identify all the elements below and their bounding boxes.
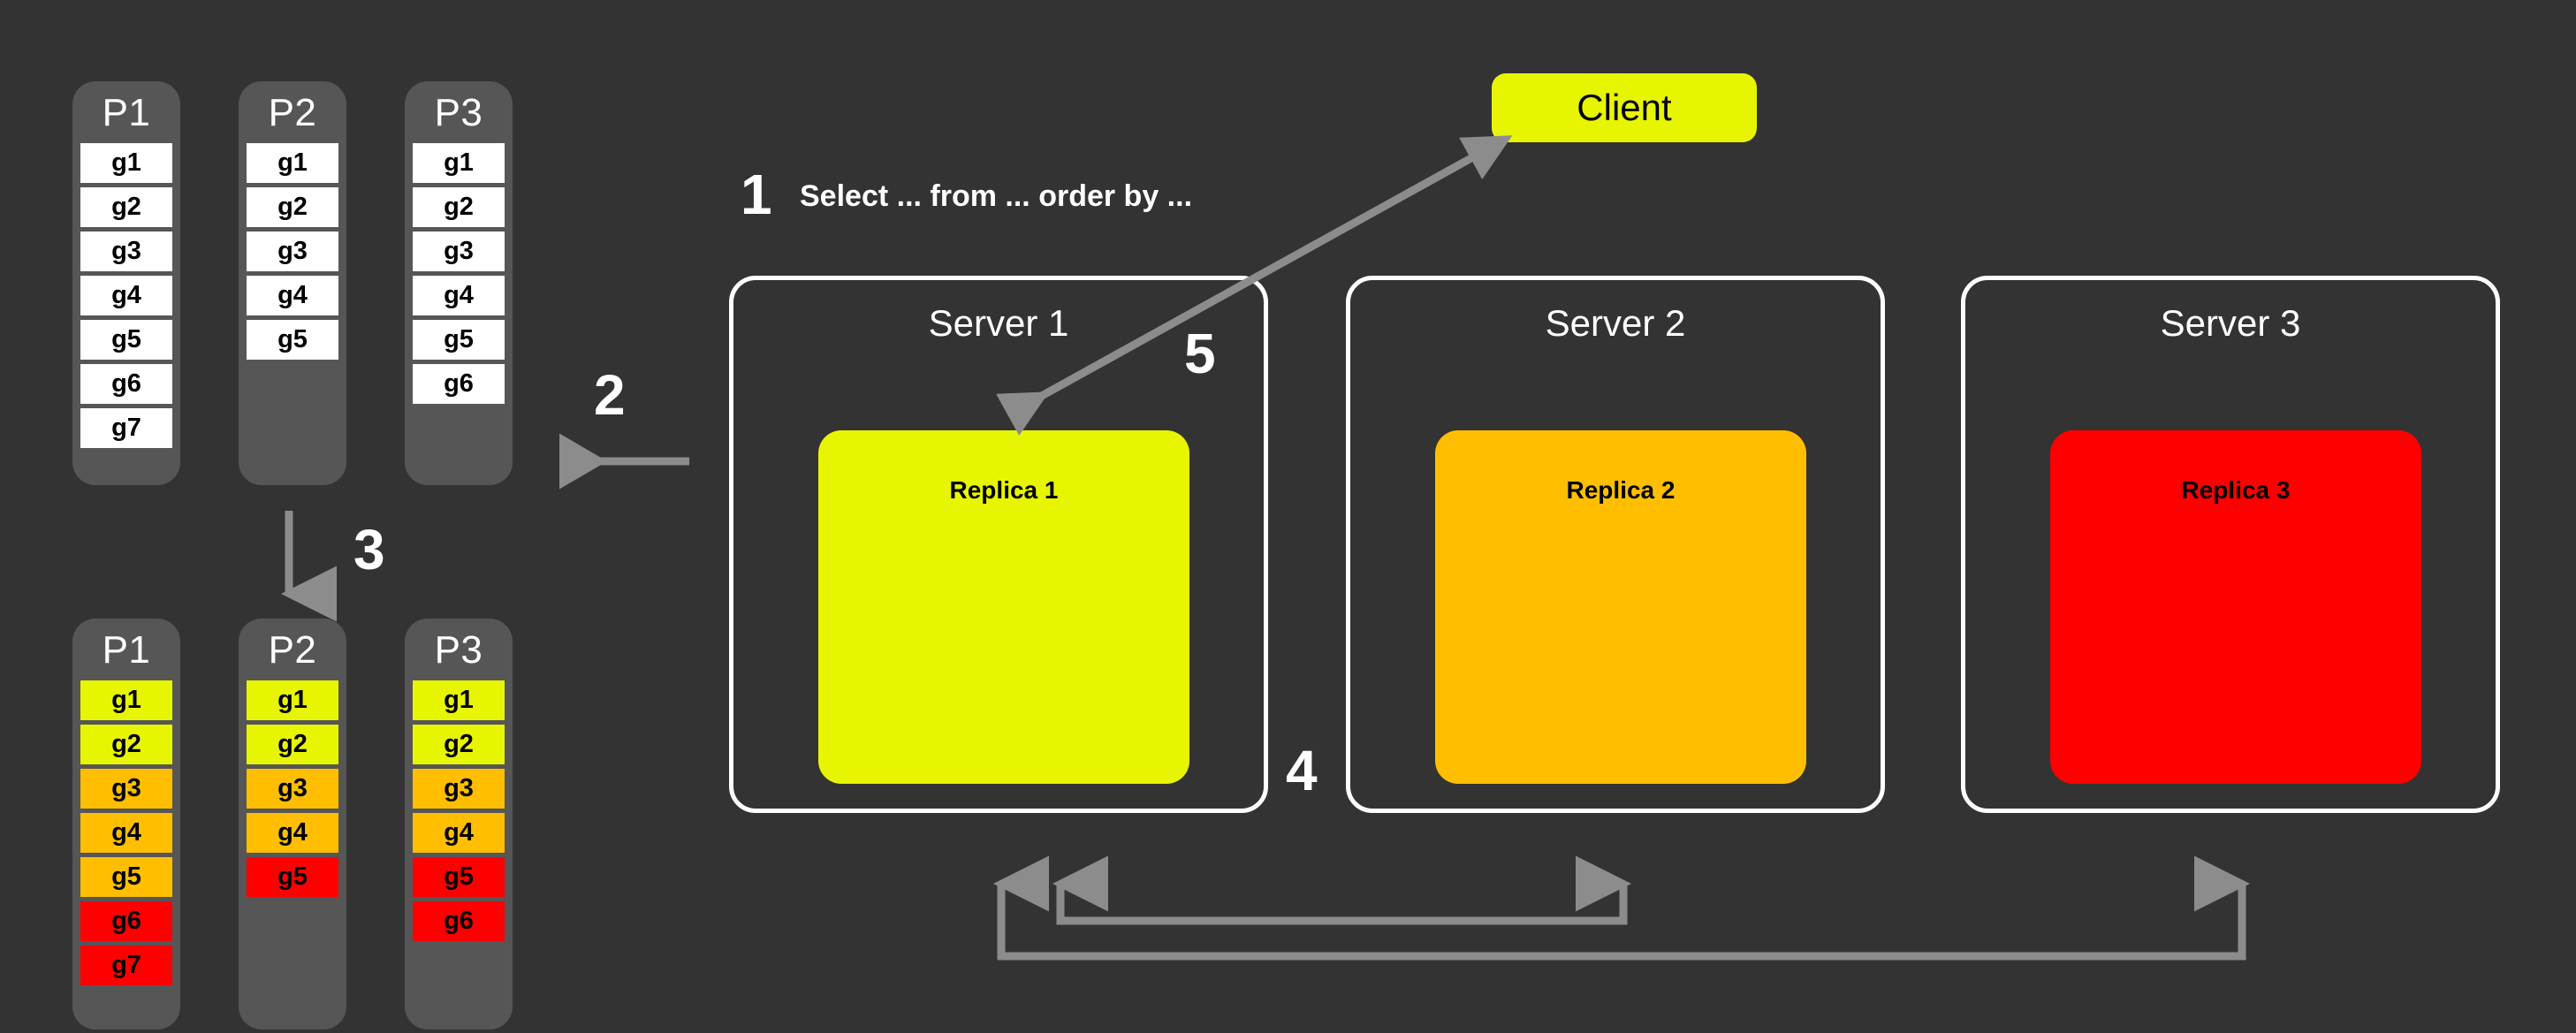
partition-title: P3 xyxy=(434,628,483,672)
partition-cell: g6 xyxy=(413,901,505,941)
partition-cell: g6 xyxy=(413,364,505,404)
step-number-5: 5 xyxy=(1184,322,1216,385)
partition-cell: g1 xyxy=(80,680,172,720)
partition-cell: g2 xyxy=(413,725,505,764)
replica-box-2[interactable]: Replica 2 xyxy=(1435,430,1806,784)
arrow-step-4-server2 xyxy=(1052,855,1631,925)
partition-cell-list: g1 g2 g3 g4 g5 xyxy=(239,143,346,360)
partition-cell: g4 xyxy=(80,813,172,853)
partition-cell-list: g1 g2 g3 g4 g5 g6 g7 xyxy=(72,143,180,448)
server-box-1[interactable]: Server 1 Replica 1 xyxy=(729,276,1268,813)
partition-cell: g4 xyxy=(247,813,338,853)
client-label: Client xyxy=(1577,87,1672,128)
partition-cell: g5 xyxy=(247,320,338,360)
client-box[interactable]: Client xyxy=(1492,73,1757,142)
partition-cell-list: g1 g2 g3 g4 g5 g6 xyxy=(405,143,513,404)
partition-cell: g2 xyxy=(80,187,172,227)
partition-column-bottom-p2: P2 g1 g2 g3 g4 g5 xyxy=(239,619,346,1029)
partition-cell: g3 xyxy=(413,769,505,809)
partition-cell: g1 xyxy=(247,143,338,183)
partition-cell: g3 xyxy=(413,232,505,271)
step-number-4: 4 xyxy=(1286,739,1318,802)
partition-cell: g4 xyxy=(413,813,505,853)
server-box-2[interactable]: Server 2 Replica 2 xyxy=(1346,276,1885,813)
partition-column-top-p3: P3 g1 g2 g3 g4 g5 g6 xyxy=(405,81,513,485)
partition-cell: g5 xyxy=(80,320,172,360)
partition-title: P2 xyxy=(268,628,317,672)
replica-label: Replica 2 xyxy=(1566,476,1676,504)
partition-cell: g3 xyxy=(247,769,338,809)
partition-cell: g1 xyxy=(413,143,505,183)
server-title: Server 2 xyxy=(1545,302,1686,344)
partition-cell: g2 xyxy=(247,725,338,764)
server-box-3[interactable]: Server 3 Replica 3 xyxy=(1961,276,2500,813)
partition-cell: g5 xyxy=(247,857,338,897)
partition-cell: g3 xyxy=(80,769,172,809)
partition-cell: g2 xyxy=(80,725,172,764)
partition-cell: g6 xyxy=(80,364,172,404)
partition-cell: g7 xyxy=(80,946,172,985)
partition-cell: g5 xyxy=(413,320,505,360)
partition-cell: g5 xyxy=(80,857,172,897)
arrow-step-4-server3 xyxy=(993,855,2250,961)
replica-box-3[interactable]: Replica 3 xyxy=(2050,430,2421,784)
partition-cell: g4 xyxy=(80,276,172,315)
partition-title: P2 xyxy=(268,91,317,134)
partition-cell: g3 xyxy=(80,232,172,271)
partition-cell: g4 xyxy=(247,276,338,315)
partition-cell: g2 xyxy=(413,187,505,227)
partition-cell-list: g1 g2 g3 g4 g5 xyxy=(239,680,346,897)
partition-cell: g1 xyxy=(413,680,505,720)
partition-title: P1 xyxy=(102,91,151,134)
partition-cell: g1 xyxy=(80,143,172,183)
step-number-3: 3 xyxy=(353,518,385,581)
partition-column-top-p2: P2 g1 g2 g3 g4 g5 xyxy=(239,81,346,485)
partition-title: P3 xyxy=(434,91,483,134)
partition-cell: g3 xyxy=(247,232,338,271)
partition-column-bottom-p3: P3 g1 g2 g3 g4 g5 g6 xyxy=(405,619,513,1029)
partition-cell-list: g1 g2 g3 g4 g5 g6 g7 xyxy=(72,680,180,985)
partition-cell: g7 xyxy=(80,408,172,448)
partition-cell-list: g1 g2 g3 g4 g5 g6 xyxy=(405,680,513,941)
step-number-2: 2 xyxy=(594,363,626,427)
partition-cell: g6 xyxy=(80,901,172,941)
partition-cell: g2 xyxy=(247,187,338,227)
replica-label: Replica 3 xyxy=(2181,476,2291,504)
replica-label: Replica 1 xyxy=(949,476,1059,504)
step-number-1: 1 xyxy=(741,163,772,226)
partition-cell: g5 xyxy=(413,857,505,897)
partition-cell: g1 xyxy=(247,680,338,720)
query-text: Select ... from ... order by ... xyxy=(800,179,1193,213)
partition-column-top-p1: P1 g1 g2 g3 g4 g5 g6 g7 xyxy=(72,81,180,485)
partition-cell: g4 xyxy=(413,276,505,315)
replica-box-1[interactable]: Replica 1 xyxy=(818,430,1189,784)
partition-column-bottom-p1: P1 g1 g2 g3 g4 g5 g6 g7 xyxy=(72,619,180,1029)
partition-title: P1 xyxy=(102,628,151,672)
server-title: Server 3 xyxy=(2160,302,2301,344)
